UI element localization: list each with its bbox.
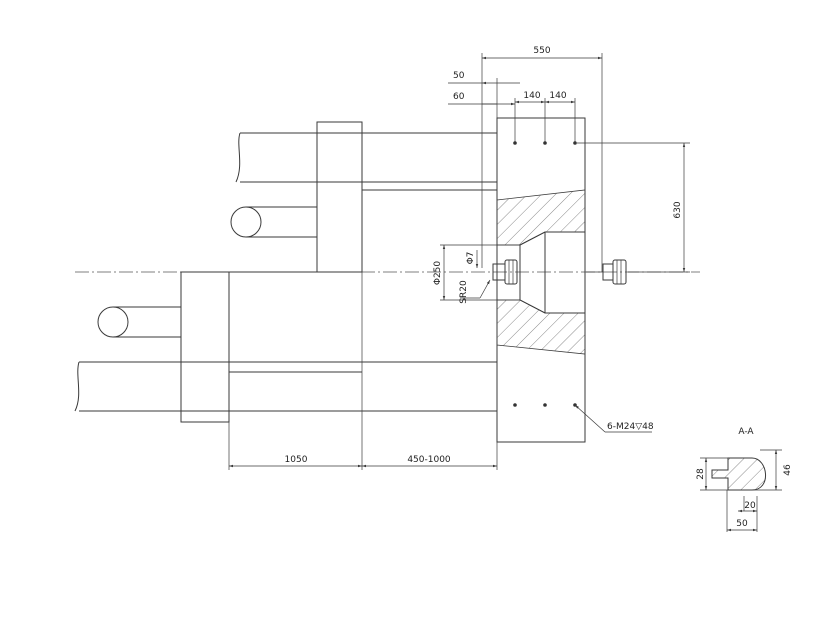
svg-text:140: 140: [549, 91, 566, 101]
svg-text:140: 140: [523, 91, 540, 101]
upper-rod: [230, 206, 317, 238]
moving-platen-lower: [180, 271, 230, 423]
svg-text:550: 550: [533, 46, 550, 56]
dim-140: 140 140: [514, 91, 576, 118]
svg-text:28: 28: [696, 468, 706, 480]
upper-holes: [513, 118, 577, 145]
svg-text:A-A: A-A: [738, 427, 754, 437]
dim-sr20: SR20: [459, 279, 491, 304]
nozzle-right: [586, 259, 627, 285]
dim-630: 630: [577, 142, 690, 273]
section-a-a: A-A 28 46 20 50: [696, 427, 793, 532]
svg-text:450-1000: 450-1000: [407, 455, 451, 465]
dim-50: 50: [448, 71, 520, 118]
svg-text:Φ250: Φ250: [433, 261, 443, 286]
svg-text:50: 50: [736, 519, 748, 529]
dim-450-1000: 450-1000: [362, 442, 498, 470]
svg-text:60: 60: [453, 92, 465, 102]
moving-platen-upper: [316, 121, 363, 273]
fixed-platen: [496, 117, 586, 443]
dim-550: 550: [481, 46, 603, 272]
svg-text:46: 46: [783, 464, 793, 476]
dim-thread: 6-M24▽48: [574, 404, 654, 433]
upper-tie-bar: [235, 132, 497, 191]
dim-phi250: Φ250: [433, 244, 520, 301]
svg-text:630: 630: [673, 201, 683, 218]
lower-holes: [513, 403, 577, 407]
dim-1050: 1050: [228, 422, 362, 470]
dim-60: 60: [448, 92, 515, 106]
svg-text:6-M24▽48: 6-M24▽48: [607, 422, 654, 432]
svg-text:20: 20: [744, 501, 756, 511]
dim-phi7: Φ7: [466, 250, 479, 268]
lower-tie-bar: [74, 361, 497, 412]
svg-text:SR20: SR20: [459, 280, 469, 304]
svg-text:1050: 1050: [285, 455, 308, 465]
svg-text:Φ7: Φ7: [466, 252, 476, 265]
svg-text:50: 50: [453, 71, 465, 81]
lower-rod: [97, 306, 181, 338]
nozzle-left: [492, 259, 518, 285]
